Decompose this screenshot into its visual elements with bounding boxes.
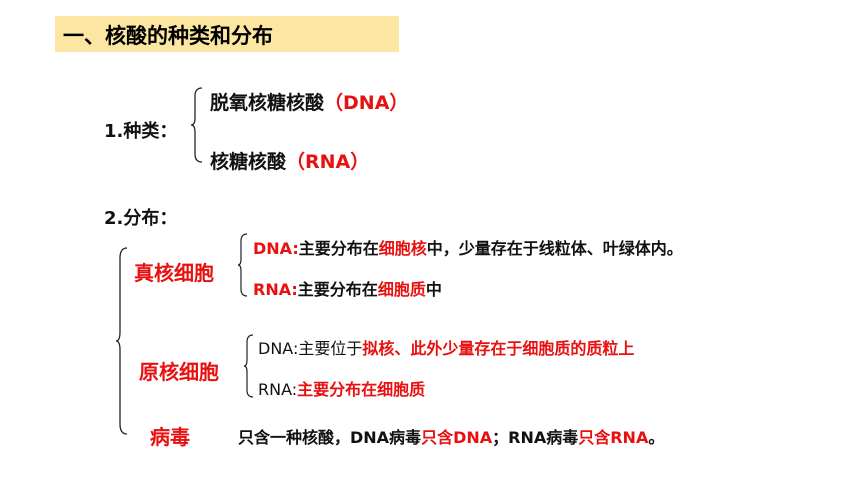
- virus-label: 病毒: [150, 425, 190, 449]
- dna-full-name: 脱氧核糖核酸: [210, 92, 325, 114]
- eukaryote-rna-row: RNA:主要分布在细胞质中: [253, 276, 442, 300]
- eukaryote-rna-prefix: RNA:: [253, 280, 298, 299]
- section-title: 一、核酸的种类和分布: [63, 24, 273, 48]
- virus-text2: ；RNA病毒: [492, 428, 579, 447]
- eukaryote-rna-highlight: 细胞质: [377, 280, 426, 299]
- eukaryote-dna-row: DNA:主要分布在细胞核中，少量存在于线粒体、叶绿体内。: [253, 235, 683, 259]
- prokaryote-label: 原核细胞: [139, 360, 219, 384]
- eukaryote-dna-text1: 主要分布在: [298, 239, 379, 258]
- eukaryote-rna-text2: 中: [425, 280, 442, 299]
- dna-abbreviation: （DNA）: [324, 92, 409, 114]
- types-label: 1.种类：: [104, 121, 178, 142]
- distribution-brace: [115, 247, 128, 435]
- virus-highlight1: 只含DNA: [421, 428, 493, 447]
- eukaryote-dna-prefix: DNA:: [253, 239, 299, 258]
- eukaryote-brace: [237, 233, 248, 297]
- rna-full-name: 核糖核酸: [210, 151, 287, 173]
- prokaryote-dna-highlight: 拟核、此外少量存在于细胞质的质粒上: [362, 339, 635, 358]
- virus-text1: 只含一种核酸，DNA病毒: [238, 428, 422, 447]
- prokaryote-brace: [243, 334, 254, 398]
- prokaryote-dna-prefix: DNA:主要位于: [258, 339, 363, 358]
- section-title-background: [55, 16, 399, 52]
- dna-type-row: 脱氧核糖核酸（DNA）: [210, 88, 408, 115]
- eukaryote-rna-text1: 主要分布在: [297, 280, 378, 299]
- prokaryote-rna-highlight: 主要分布在细胞质: [297, 380, 426, 399]
- virus-text3: 。: [648, 428, 665, 447]
- types-brace: [190, 87, 203, 163]
- prokaryote-rna-prefix: RNA:: [258, 380, 298, 399]
- rna-abbreviation: （RNA）: [286, 151, 370, 173]
- eukaryote-dna-text2: 中，少量存在于线粒体、叶绿体内。: [426, 239, 683, 258]
- prokaryote-dna-row: DNA:主要位于拟核、此外少量存在于细胞质的质粒上: [258, 335, 634, 359]
- eukaryote-dna-highlight: 细胞核: [378, 239, 427, 258]
- virus-highlight2: 只含RNA: [578, 428, 649, 447]
- prokaryote-rna-row: RNA:主要分布在细胞质: [258, 376, 425, 400]
- eukaryote-label: 真核细胞: [134, 261, 214, 285]
- distribution-label: 2.分布：: [104, 208, 178, 229]
- virus-row: 只含一种核酸，DNA病毒只含DNA；RNA病毒只含RNA。: [238, 424, 664, 448]
- rna-type-row: 核糖核酸（RNA）: [210, 147, 369, 174]
